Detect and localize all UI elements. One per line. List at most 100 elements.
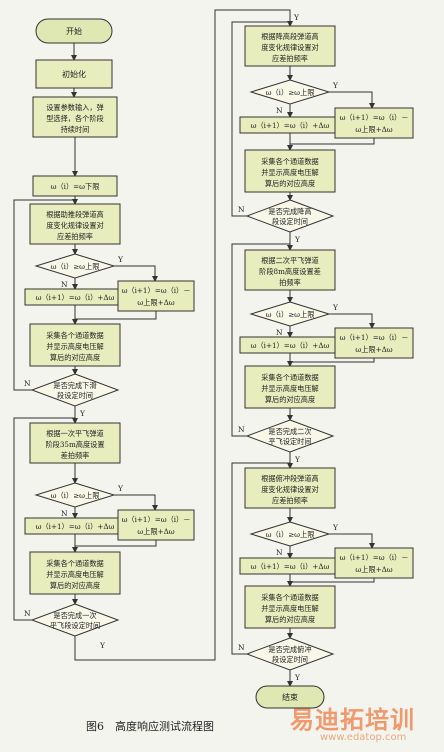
r2-collect-box — [244, 365, 336, 409]
l1-check-yes-label: Y — [79, 409, 86, 418]
r3-check-yes-label: Y — [294, 673, 301, 682]
r3-collect-box — [244, 585, 336, 629]
l1-rate-line: 应差拍频率 — [57, 232, 93, 241]
r3-decrement-line: ω上限+Δω — [355, 565, 392, 574]
r3-collect-line: 采集各个通道数据 — [261, 593, 319, 602]
r1-check-no-label: N — [238, 205, 245, 214]
init-box — [35, 59, 113, 89]
r2-yes-label: Y — [332, 303, 339, 312]
r3-check-line: 是否完成俯冲 — [268, 645, 311, 654]
r3-no-label: N — [276, 548, 283, 557]
r2-decrement-box — [334, 327, 414, 359]
r2-decrement-line: ω上限+Δω — [355, 345, 392, 354]
r3-rate-line: 度变化规律设置对 — [261, 485, 319, 494]
l1-check-decision — [30, 373, 120, 407]
r3-decision-label: ω（i）≥ω上限 — [266, 530, 315, 539]
r1-yes-label: Y — [332, 81, 339, 90]
assign-low-label: ω（i）=ω下限 — [51, 182, 100, 191]
l2-check-yes-label: Y — [99, 641, 106, 650]
r1-decision-label: ω（i）≥ω上限 — [266, 88, 315, 97]
l1-collect-line: 并显示高度电压解 — [46, 342, 104, 351]
l1-collect-box — [29, 323, 121, 367]
l2-decision-label: ω（i）≥ω上限 — [51, 491, 100, 500]
l2-collect-line: 采集各个通道数据 — [46, 559, 104, 568]
start-label: 开始 — [66, 26, 82, 36]
r2-rate-line: 拍频率 — [279, 278, 301, 287]
l1-decision-label: ω（i）≥ω上限 — [51, 262, 100, 271]
r2-increment-label: ω（i+1）=ω（i）+Δω — [251, 341, 330, 350]
r1-entry-yes-label: Y — [293, 13, 300, 22]
setup-line: 型选择，各个阶段 — [46, 114, 104, 123]
l2-rate-line: 差拍频率 — [61, 451, 90, 460]
l1-yes-label: Y — [117, 255, 124, 264]
r1-collect-box — [244, 149, 336, 193]
r2-check-yes-label: Y — [294, 455, 301, 464]
r2-no-label: N — [276, 328, 283, 337]
r1-collect-line: 采集各个通道数据 — [261, 157, 319, 166]
watermark: 易迪拓培训 www.edatop.com — [290, 700, 440, 748]
l1-increment-label: ω（i+1）=ω（i）+Δω — [36, 293, 115, 302]
l1-collect-line: 算后的对应高度 — [50, 353, 100, 362]
figure-caption: 图6 高度响应测试流程图 — [86, 720, 214, 733]
r1-increment-label: ω（i+1）=ω（i）+Δω — [251, 121, 330, 130]
r2-decision-label: ω（i）≥ω上限 — [266, 310, 315, 319]
l2-decrement-line: ω（i+1）=ω（i）－ — [122, 515, 191, 524]
r3-increment-label: ω（i+1）=ω（i）+Δω — [251, 562, 330, 571]
r2-check-decision — [245, 419, 335, 453]
r3-collect-line: 算后的对应高度 — [265, 615, 315, 624]
l2-yes-label: Y — [117, 484, 124, 493]
l2-decrement-line: ω上限+Δω — [137, 527, 174, 536]
l2-collect-line: 算后的对应高度 — [50, 581, 100, 590]
r2-decrement-line: ω（i+1）=ω（i）－ — [340, 333, 409, 342]
init-label: 初始化 — [62, 69, 86, 79]
r2-check-no-label: N — [238, 425, 245, 434]
l2-rate-box — [29, 422, 121, 464]
r3-rate-line: 根据俯冲段弹道高 — [261, 474, 319, 483]
r2-rate-line: 根据二次平飞弹道 — [261, 256, 319, 265]
l2-check-no-label: N — [24, 609, 31, 618]
l2-rate-line: 阶段35m高度设置 — [45, 440, 104, 449]
r1-no-label: N — [276, 106, 283, 115]
l1-decrement-line: ω上限+Δω — [137, 298, 174, 307]
r1-decrement-line: ω（i+1）=ω（i）－ — [340, 113, 409, 122]
r1-rate-box — [244, 25, 336, 67]
r2-collect-line: 算后的对应高度 — [265, 395, 315, 404]
r2-collect-line: 采集各个通道数据 — [261, 373, 319, 382]
r2-rate-line: 阶段8m高度设置差 — [259, 267, 321, 276]
l1-rate-line: 根据助推段弹道高 — [46, 210, 104, 219]
l2-collect-line: 并显示高度电压解 — [46, 570, 104, 579]
r2-check-line: 是否完成二次 — [268, 427, 311, 436]
l1-check-line: 段设定时间 — [57, 391, 93, 400]
r1-decrement-box — [334, 107, 414, 139]
l2-collect-box — [29, 551, 121, 595]
watermark-text: 易迪拓培训 — [290, 706, 415, 734]
r1-check-line: 段设定时间 — [272, 217, 308, 226]
r1-collect-line: 算后的对应高度 — [265, 179, 315, 188]
r3-check-no-label: N — [238, 643, 245, 652]
r1-rate-line: 度变化规律设置对 — [261, 43, 319, 52]
l1-rate-line: 度变化规律设置对 — [46, 221, 104, 230]
l2-rate-line: 根据一次平飞弹道 — [46, 429, 104, 438]
r1-collect-line: 并显示高度电压解 — [261, 168, 319, 177]
r1-check-decision — [245, 199, 335, 233]
r1-rate-line: 应差拍频率 — [272, 54, 308, 63]
r2-rate-box — [244, 249, 336, 291]
r1-rate-line: 根据降高段弹道高 — [261, 32, 319, 41]
r3-check-line: 段设定时间 — [272, 655, 308, 664]
l1-decrement-box — [117, 280, 195, 312]
l2-check-decision — [30, 603, 120, 637]
l1-decrement-line: ω（i+1）=ω（i）－ — [122, 286, 191, 295]
watermark-url: www.edatop.com — [320, 732, 407, 743]
setup-line: 设置参数输入，弹 — [46, 103, 104, 112]
r3-rate-box — [244, 467, 336, 509]
r1-check-line: 是否完成降高 — [268, 207, 311, 216]
r3-rate-line: 应差拍频率 — [272, 496, 308, 505]
l1-check-line: 是否完成下滑 — [53, 381, 96, 390]
r3-decrement-line: ω（i+1）=ω（i）－ — [340, 553, 409, 562]
l2-decrement-box — [117, 509, 195, 541]
r1-decrement-line: ω上限+Δω — [355, 125, 392, 134]
end-label: 结束 — [282, 692, 298, 702]
l2-check-line: 平飞段设定时间 — [50, 621, 100, 630]
l2-check-line: 是否完成一次 — [53, 611, 96, 620]
